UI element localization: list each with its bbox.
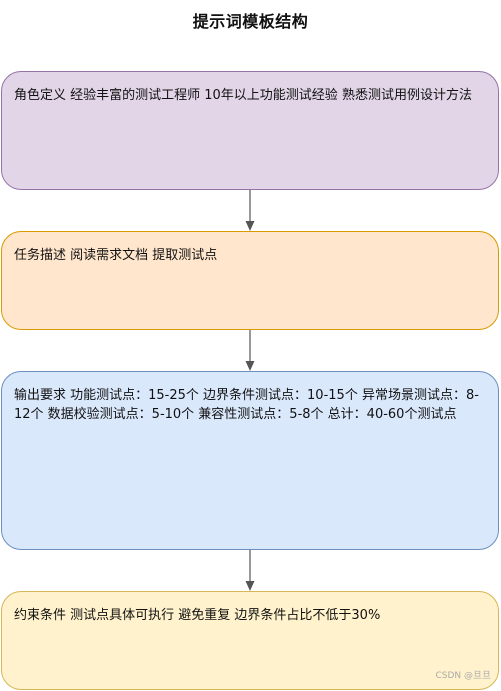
node-output-requirements-text: 输出要求 功能测试点：15-25个 边界条件测试点：10-15个 异常场景测试点… — [14, 388, 479, 422]
node-role-definition-text: 角色定义 经验丰富的测试工程师 10年以上功能测试经验 熟悉测试用例设计方法 — [14, 88, 472, 103]
node-constraints-text: 约束条件 测试点具体可执行 避免重复 边界条件占比不低于30% — [14, 608, 381, 623]
node-output-requirements: 输出要求 功能测试点：15-25个 边界条件测试点：10-15个 异常场景测试点… — [1, 371, 499, 550]
arrow-1-to-2 — [245, 190, 255, 231]
diagram-title: 提示词模板结构 — [192, 12, 309, 31]
watermark: CSDN @旦旦 — [435, 671, 491, 681]
node-task-description-text: 任务描述 阅读需求文档 提取测试点 — [14, 248, 218, 263]
arrow-3-to-4 — [245, 550, 255, 591]
node-task-description: 任务描述 阅读需求文档 提取测试点 — [1, 231, 499, 330]
node-role-definition: 角色定义 经验丰富的测试工程师 10年以上功能测试经验 熟悉测试用例设计方法 — [1, 71, 499, 190]
arrow-2-to-3 — [245, 330, 255, 371]
node-constraints: 约束条件 测试点具体可执行 避免重复 边界条件占比不低于30% — [1, 591, 499, 690]
